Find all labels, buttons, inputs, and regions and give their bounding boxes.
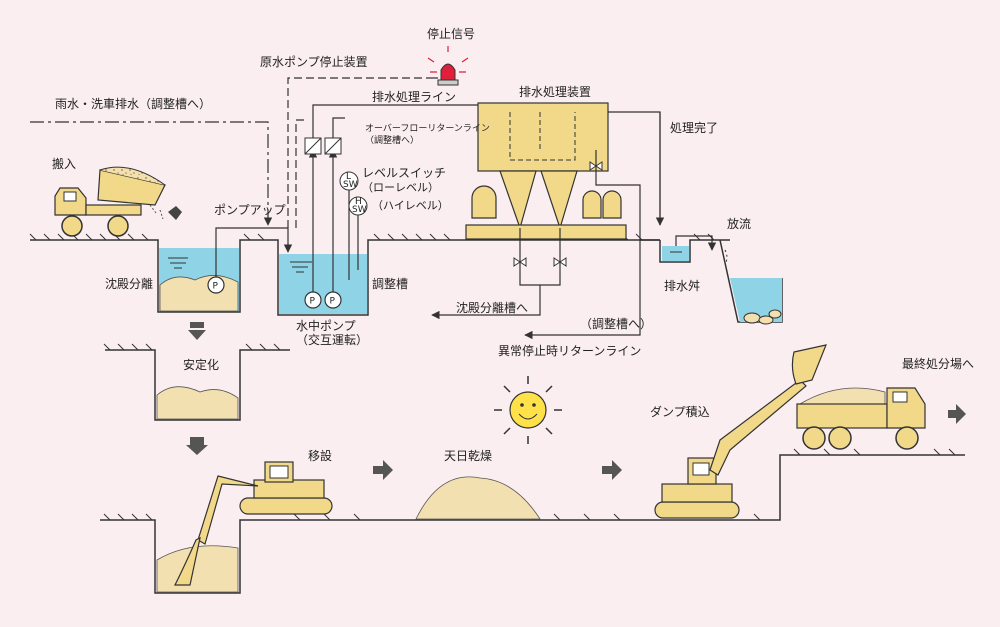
label-relocate: 移設 — [308, 448, 332, 463]
level-switch: L SW H SW — [339, 171, 368, 280]
rainwater-line — [30, 121, 273, 226]
adjustment-tank — [279, 254, 367, 314]
ground-lower — [100, 448, 965, 594]
label-low-level: （ローレベル） — [362, 181, 439, 194]
dump-truck-right-icon — [796, 387, 926, 450]
label-high-level: （ハイレベル） — [372, 199, 449, 212]
svg-text:P: P — [330, 297, 336, 307]
sedimentation-tank — [159, 248, 239, 312]
label-submersible-pump: 水中ポンプ — [296, 318, 356, 333]
label-overflow-return-2: （調整槽へ） — [365, 134, 419, 146]
svg-text:L: L — [346, 172, 351, 182]
label-treatment-unit: 排水処理装置 — [519, 85, 591, 99]
drain-well — [662, 246, 689, 261]
label-discharge: 放流 — [727, 216, 751, 231]
treatment-unit — [465, 102, 627, 240]
svg-text:P: P — [213, 282, 219, 292]
label-abnormal-return: 異常停止時リターンライン — [498, 343, 641, 358]
label-final-disposal: 最終処分場へ — [902, 356, 974, 371]
label-level-switch: レベルスイッチ — [362, 166, 446, 180]
label-drain-well: 排水舛 — [664, 279, 700, 293]
label-drain-line: 排水処理ライン — [372, 90, 456, 104]
label-treatment-done: 処理完了 — [670, 120, 718, 135]
arrow-icon — [168, 206, 182, 220]
dump-truck-icon — [54, 166, 166, 237]
label-overflow-return: オーバーフローリターンライン — [365, 123, 490, 134]
discharge-pond — [730, 278, 782, 325]
label-adjust-tank: 調整槽 — [372, 276, 408, 291]
arrow-icon — [948, 404, 966, 424]
label-carry-in: 搬入 — [52, 156, 76, 171]
soil-pile — [415, 476, 541, 520]
label-stabilize: 安定化 — [183, 357, 219, 372]
pump-up-pipe — [215, 227, 293, 277]
pump-adjust-1: P — [304, 291, 322, 309]
svg-text:P: P — [310, 297, 316, 307]
pump-sed: P — [207, 276, 225, 294]
excavator-loading-icon — [654, 344, 827, 519]
label-pump-up: ポンプアップ — [214, 203, 286, 217]
stop-control-line — [287, 77, 430, 228]
label-submersible-pump-2: （交互運転） — [296, 332, 368, 347]
svg-text:SW: SW — [352, 205, 367, 215]
label-sun-dry: 天日乾燥 — [444, 449, 492, 463]
label-rain-wash: 雨水・洗車排水（調整槽へ） — [55, 96, 211, 111]
arrow-icon — [373, 460, 393, 480]
svg-text:SW: SW — [343, 180, 358, 190]
pump-adjust-2: P — [324, 291, 342, 309]
warning-light-icon — [427, 46, 469, 86]
label-raw-pump-stop: 原水ポンプ停止装置 — [260, 54, 368, 69]
arrow-icon — [186, 437, 208, 455]
check-valves — [304, 137, 342, 155]
arrow-icon — [188, 322, 206, 340]
ground-mid — [103, 343, 290, 421]
label-to-sed-tank: 沈殿分離槽へ — [456, 300, 528, 315]
label-sedimentation: 沈殿分離 — [105, 276, 153, 291]
excavator-icon — [174, 461, 333, 586]
arrow-icon — [602, 460, 622, 480]
label-to-adjust-tank: （調整槽へ） — [580, 316, 652, 331]
label-stop-signal: 停止信号 — [427, 26, 475, 41]
sun-icon — [494, 376, 562, 444]
svg-text:H: H — [355, 197, 362, 207]
label-dump-load: ダンプ積込 — [650, 404, 710, 419]
